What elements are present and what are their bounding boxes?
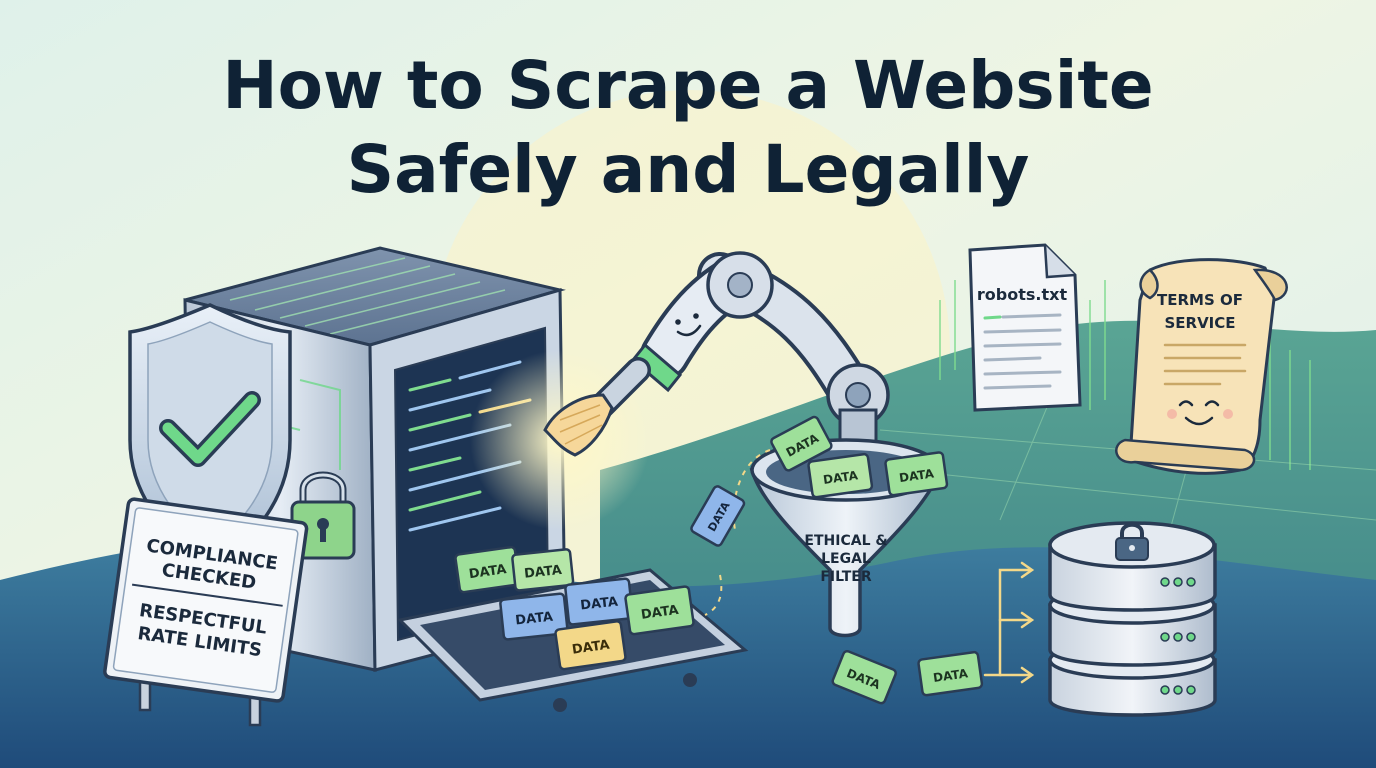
tray-data-blocks: DATA DATA DATA DATA DATA DATA	[454, 545, 695, 671]
robots-txt-document: robots.txt	[968, 243, 1082, 412]
svg-text:DATA: DATA	[640, 603, 679, 623]
output-data-blocks: DATA DATA	[831, 649, 984, 705]
robot-arm	[543, 251, 890, 457]
svg-text:DATA: DATA	[468, 562, 507, 582]
compliance-sign: COMPLIANCE CHECKED RESPECTFUL RATE LIMIT…	[103, 497, 309, 727]
svg-text:DATA: DATA	[571, 638, 610, 658]
page-title-line1: How to Scrape a Website	[222, 47, 1153, 124]
funnel-label-line1: ETHICAL &	[804, 533, 887, 549]
data-block: DATA	[770, 415, 833, 472]
svg-text:DATA: DATA	[515, 610, 554, 629]
data-block: DATA	[511, 548, 575, 592]
funnel-data-blocks: DATA DATA DATA	[770, 415, 949, 499]
data-block: DATA	[624, 585, 695, 636]
funnel-label-line2: LEGAL	[821, 551, 871, 567]
data-block: DATA	[690, 485, 746, 547]
data-block: DATA	[807, 452, 874, 499]
robots-txt-label: robots.txt	[977, 285, 1068, 304]
padlock-icon	[290, 471, 356, 560]
database-arrows	[983, 561, 1035, 684]
svg-text:DATA: DATA	[580, 595, 619, 614]
security-shield	[128, 303, 292, 567]
data-block: DATA	[454, 545, 521, 594]
data-block: DATA	[917, 650, 984, 697]
svg-text:DATA: DATA	[898, 466, 935, 485]
database	[1048, 521, 1217, 717]
svg-text:DATA: DATA	[932, 666, 969, 685]
svg-text:DATA: DATA	[822, 468, 859, 487]
terms-label-line1: TERMS OF	[1157, 291, 1243, 309]
data-block: DATA	[554, 620, 627, 671]
data-flow-path-upper	[732, 449, 771, 531]
svg-text:DATA: DATA	[523, 563, 562, 582]
funnel-label-line3: FILTER	[820, 569, 871, 585]
data-block: DATA	[499, 592, 569, 641]
page-title-line2: Safely and Legally	[347, 131, 1030, 208]
data-block: DATA	[884, 451, 949, 497]
data-block: DATA	[564, 577, 634, 626]
terms-label-line2: SERVICE	[1164, 314, 1235, 332]
hill-data-bars	[939, 280, 1311, 470]
database-lock-icon	[1115, 522, 1149, 561]
terms-of-service-scroll: TERMS OF SERVICE	[1115, 258, 1288, 475]
data-block: DATA	[831, 649, 897, 705]
